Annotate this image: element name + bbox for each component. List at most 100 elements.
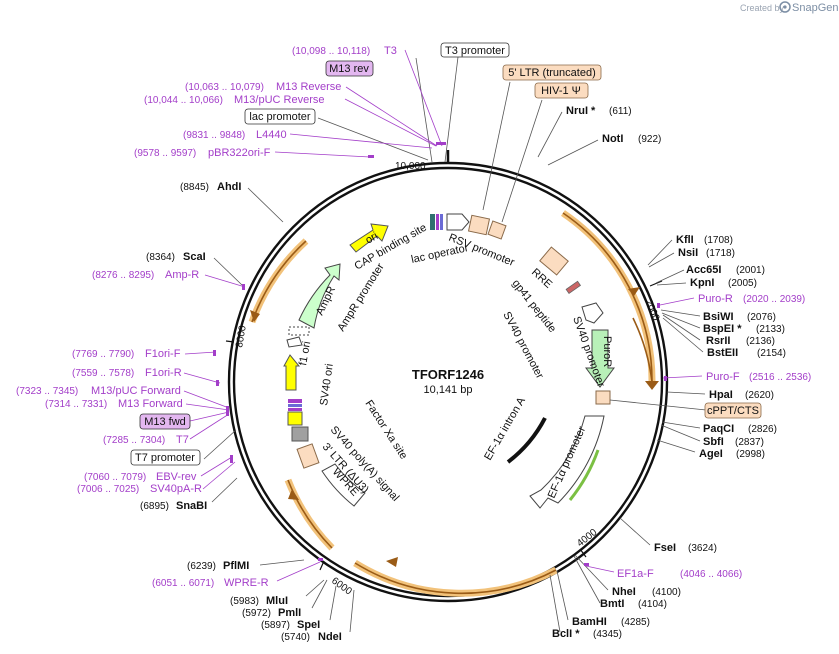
primer-m13reverse-name[interactable]: M13 Reverse xyxy=(276,81,341,93)
cap-binding-site-label: CAP binding site xyxy=(353,222,429,273)
orf-arc-lower-left-line xyxy=(287,479,333,549)
enzyme-mlui-name[interactable]: MluI xyxy=(266,595,288,607)
enzyme-ahdi-pos: (8845) xyxy=(180,182,209,193)
enzyme-scai-name[interactable]: ScaI xyxy=(183,251,206,263)
leader-nhei xyxy=(574,554,609,591)
primer-m13pucfwd-pos: (7323 .. 7345) xyxy=(16,386,78,397)
enzyme-nsii-name[interactable]: NsiI xyxy=(678,247,698,259)
orf-arrowhead-bottom xyxy=(386,557,398,567)
cppt-shape xyxy=(595,390,611,405)
enzyme-spei-name[interactable]: SpeI xyxy=(297,619,320,631)
enzyme-acc65i-name[interactable]: Acc65I xyxy=(686,264,721,276)
leader-bmti xyxy=(573,555,601,604)
enzyme-ndei-name[interactable]: NdeI xyxy=(318,631,342,643)
leader-purof1 xyxy=(659,297,695,306)
leader-bsiwi xyxy=(660,309,701,317)
t3-promoter-box[interactable] xyxy=(440,42,510,58)
hivpsi-box[interactable] xyxy=(534,82,589,99)
enzyme-kpni-name[interactable]: KpnI xyxy=(690,277,714,289)
primer-mark-wpre xyxy=(318,558,323,561)
leader-l4440 xyxy=(289,133,433,149)
primer-m13pucrev-pos: (10,044 .. 10,066) xyxy=(144,95,223,106)
t3-promoter-label: T3 promoter xyxy=(445,45,505,57)
leader-m13fwd xyxy=(189,411,230,422)
leader-rsrii xyxy=(662,314,701,341)
orf-arrowhead-upper-left xyxy=(250,310,260,322)
cppt-box[interactable] xyxy=(704,402,762,419)
primer-f1orif-pos: (7769 .. 7790) xyxy=(72,349,134,360)
primer-purof1-name[interactable]: Puro-R xyxy=(698,293,733,305)
primer-wprer-name[interactable]: WPRE-R xyxy=(224,577,269,589)
primer-m13pucrev-name[interactable]: M13/pUC Reverse xyxy=(234,94,324,106)
enzyme-ahdi-name[interactable]: AhdI xyxy=(217,181,241,193)
enzyme-noti-name[interactable]: NotI xyxy=(602,133,623,145)
primer-wprer-pos: (6051 .. 6071) xyxy=(152,578,214,589)
enzyme-acc65i-pos: (2001) xyxy=(736,265,765,276)
leader-pmli xyxy=(311,579,328,609)
enzyme-fsei-name[interactable]: FseI xyxy=(654,542,676,554)
t7-promoter-box[interactable] xyxy=(130,449,201,466)
lac-promoter-box[interactable] xyxy=(244,108,316,125)
primer-ampr-name[interactable]: Amp-R xyxy=(165,269,199,281)
enzyme-kfli-name[interactable]: KflI xyxy=(676,234,694,246)
ltr5-box[interactable] xyxy=(502,64,602,81)
orf-arrowhead-right xyxy=(645,381,659,390)
enzyme-bsiwi-name[interactable]: BsiWI xyxy=(703,311,734,323)
m13-fwd-shape xyxy=(288,399,302,403)
primer-f1orif-name[interactable]: F1ori-F xyxy=(145,348,181,360)
factor-xa-label: Factor Xa site xyxy=(362,398,409,461)
primer-ebvrev-name[interactable]: EBV-rev xyxy=(156,471,197,483)
primer-t3-name[interactable]: T3 xyxy=(384,45,397,57)
ampr-promoter-shape xyxy=(288,326,310,336)
primer-l4440-name[interactable]: L4440 xyxy=(256,129,287,141)
ori-arrow xyxy=(349,223,389,253)
primer-sv40pa-name[interactable]: SV40pA-R xyxy=(150,483,202,495)
enzyme-hpai-pos: (2620) xyxy=(745,390,774,401)
primer-pbr322-name[interactable]: pBR322ori-F xyxy=(208,147,271,159)
f1-ori-label: f1 ori xyxy=(297,340,313,366)
enzyme-bspei-name[interactable]: BspEI * xyxy=(703,323,742,335)
hivpsi-label: HIV-1 Ψ xyxy=(541,85,581,97)
leader-purof2 xyxy=(662,375,703,379)
leader-kpni xyxy=(656,282,687,286)
primer-m13fwd-box[interactable] xyxy=(139,413,191,430)
enzyme-bmti-name[interactable]: BmtI xyxy=(600,598,624,610)
puror-arrow xyxy=(585,329,615,388)
enzyme-nhei-name[interactable]: NheI xyxy=(612,586,636,598)
enzyme-nrui-name[interactable]: NruI * xyxy=(566,105,596,117)
enzyme-paqci-name[interactable]: PaqCI xyxy=(703,423,734,435)
leader-bspei xyxy=(661,312,701,329)
primer-purof2-name[interactable]: Puro-F xyxy=(706,371,740,383)
enzyme-sbfi-name[interactable]: SbfI xyxy=(703,436,724,448)
primer-t7-name[interactable]: T7 xyxy=(176,434,189,446)
primer-mark-f1orif xyxy=(213,350,216,356)
enzyme-bspei-pos: (2133) xyxy=(756,324,785,335)
ef1a-primer-highlight xyxy=(568,449,600,501)
leader-ltr5 xyxy=(482,81,511,211)
enzyme-rsrii-name[interactable]: RsrII xyxy=(706,335,730,347)
enzyme-bsteii-name[interactable]: BstEII xyxy=(707,347,738,359)
leader-ahdi xyxy=(247,187,284,223)
tick-label-10000: 10,000 xyxy=(395,161,426,172)
primer-m13rev-box[interactable] xyxy=(325,60,374,77)
enzyme-hpai-name[interactable]: HpaI xyxy=(709,389,733,401)
primer-m13forward-name[interactable]: M13 Forward xyxy=(118,398,183,410)
enzyme-bmti-pos: (4104) xyxy=(638,599,667,610)
leader-bamhi xyxy=(556,570,569,621)
enzyme-pmli-name[interactable]: PmlI xyxy=(278,607,301,619)
rsv-promoter-arrow xyxy=(446,213,470,231)
primer-m13fwd-name: M13 fwd xyxy=(144,416,186,428)
primer-purof1-pos: (2020 .. 2039) xyxy=(743,294,805,305)
enzyme-bamhi-name[interactable]: BamHI xyxy=(572,616,607,628)
primer-f1orir-name[interactable]: F1ori-R xyxy=(145,367,182,379)
primer-m13pucfwd-name[interactable]: M13/pUC Forward xyxy=(91,385,181,397)
leader-agei xyxy=(656,439,696,453)
enzyme-agei-name[interactable]: AgeI xyxy=(699,448,723,460)
enzyme-bcli-name[interactable]: BclI * xyxy=(552,628,580,640)
primer-ef1af-name[interactable]: EF1a-F xyxy=(617,568,654,580)
enzyme-pflmi-name[interactable]: PflMI xyxy=(223,560,249,572)
enzyme-snabi-name[interactable]: SnaBI xyxy=(176,500,207,512)
leader-sv40pa xyxy=(202,461,236,490)
tick-mark-4000 xyxy=(579,548,587,558)
